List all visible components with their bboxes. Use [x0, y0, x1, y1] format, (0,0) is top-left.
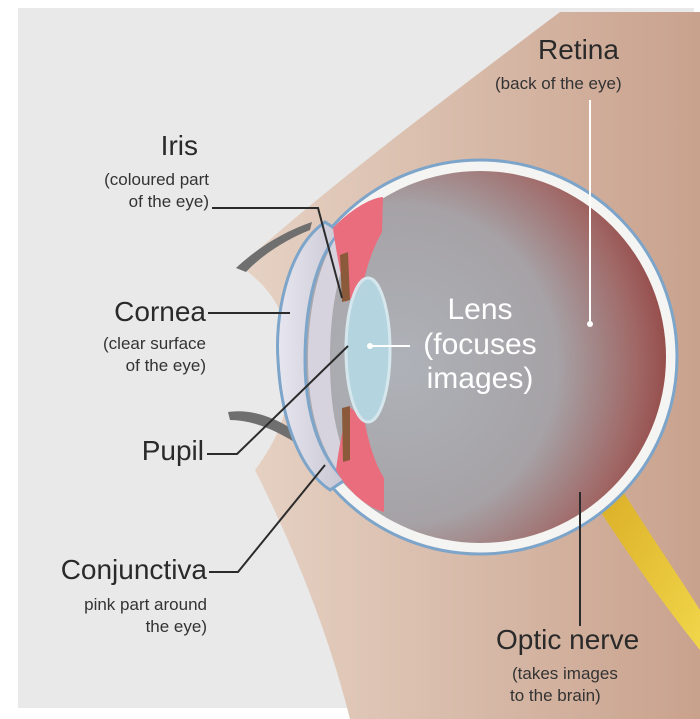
optic-nerve-subtitle-2: to the brain): [510, 686, 601, 706]
lens-label-line1: Lens: [410, 293, 550, 328]
lens-dot: [367, 343, 373, 349]
cornea-title: Cornea: [114, 298, 206, 326]
conjunctiva-subtitle-1: pink part around: [84, 595, 207, 615]
iris-subtitle-1: (coloured part: [104, 170, 209, 190]
optic-nerve-title: Optic nerve: [496, 626, 639, 654]
conjunctiva-title: Conjunctiva: [61, 556, 207, 584]
retina-title: Retina: [538, 36, 619, 64]
lens-label-line2: (focuses: [410, 328, 550, 363]
lens-label-line3: images): [410, 362, 550, 397]
cornea-subtitle-2: of the eye): [126, 356, 206, 376]
optic-nerve-subtitle-1: (takes images: [512, 664, 618, 684]
lens-label: Lens (focuses images): [410, 293, 550, 397]
retina-subtitle: (back of the eye): [495, 74, 622, 94]
cornea-subtitle-1: (clear surface: [103, 334, 206, 354]
iris-title: Iris: [161, 132, 198, 160]
iris-subtitle-2: of the eye): [129, 192, 209, 212]
retina-dot: [587, 321, 593, 327]
conjunctiva-subtitle-2: the eye): [146, 617, 207, 637]
lens: [346, 278, 390, 422]
iris-edge-bottom: [342, 406, 350, 462]
pupil-title: Pupil: [142, 437, 204, 465]
